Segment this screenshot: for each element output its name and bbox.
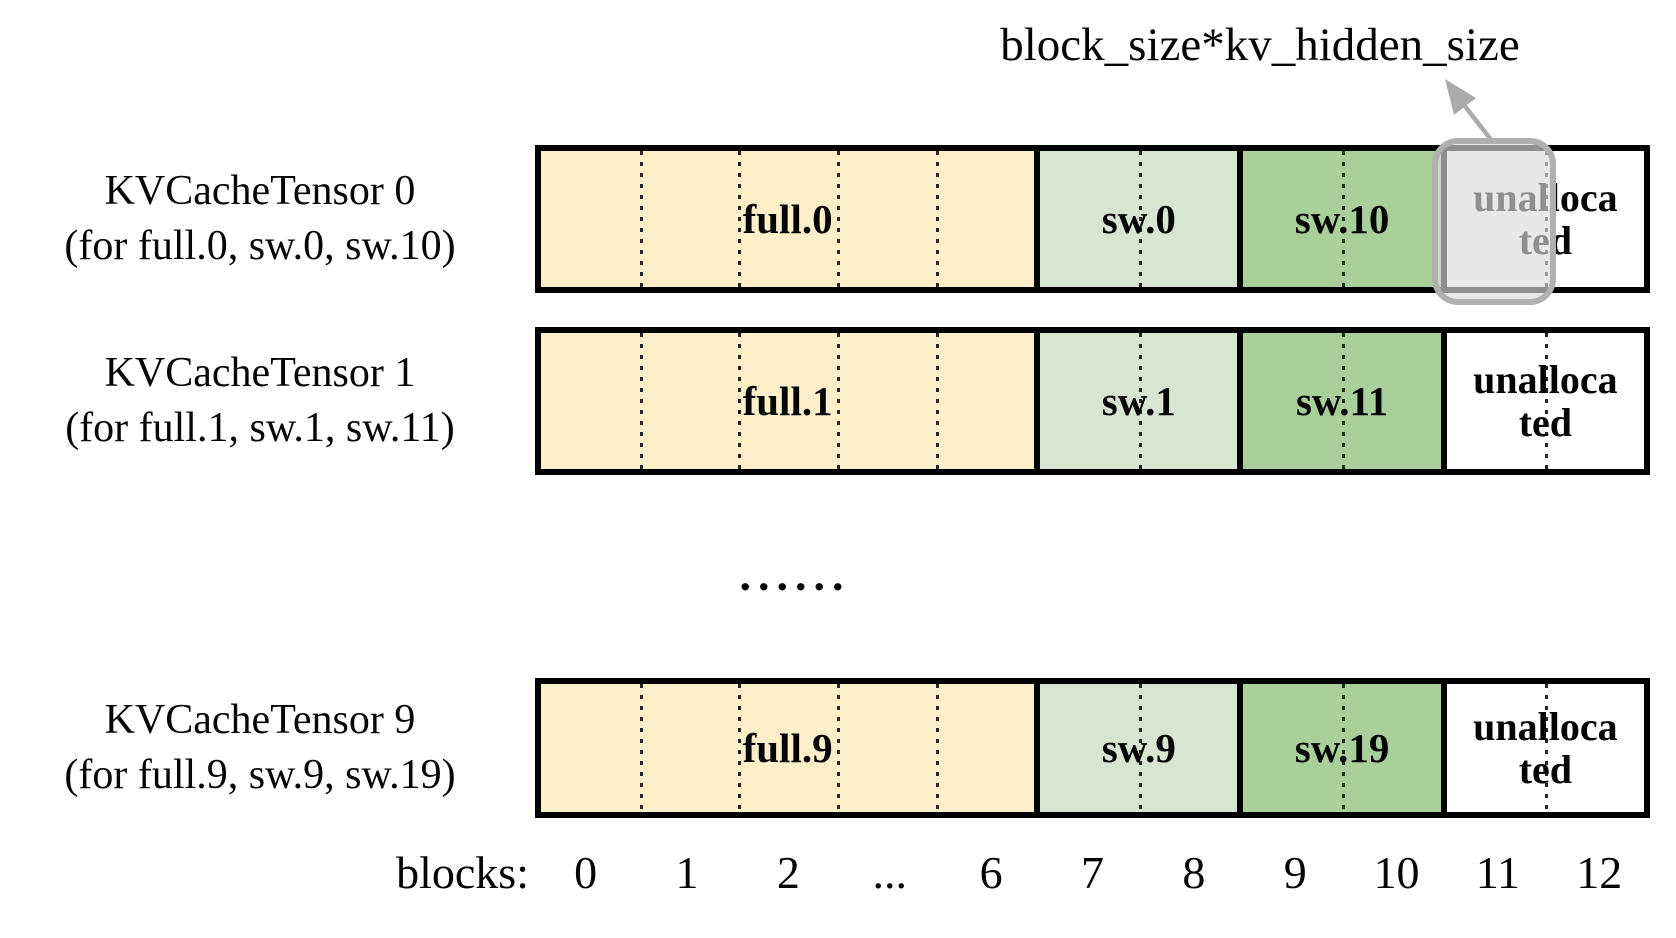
axis-tick: 12 [1576, 847, 1623, 898]
kvcache-tensor-0-row: KVCacheTensor 0 (for full.0, sw.0, sw.10… [0, 145, 1676, 293]
kvcache-tensor-1-label: KVCacheTensor 1 (for full.1, sw.1, sw.11… [0, 327, 520, 475]
block-cell [935, 684, 1035, 812]
block-cell [738, 684, 837, 812]
block-cell [1342, 333, 1441, 469]
axis-tick: 11 [1475, 847, 1521, 898]
block-cell [1342, 151, 1441, 287]
block-cell [639, 333, 739, 469]
block-cell [935, 151, 1035, 287]
block-cell [1447, 333, 1546, 469]
block-cell [1040, 684, 1139, 812]
segment-sw-high: sw.11 [1237, 333, 1441, 469]
segment-full: full.0 [541, 151, 1035, 287]
axis-tick: 6 [979, 847, 1003, 898]
blocks-axis: blocks: 0 1 2 ... 6 7 8 9 10 11 12 [0, 846, 1650, 899]
segment-sw-low: sw.1 [1034, 333, 1238, 469]
blocks-axis-label: blocks: [396, 847, 529, 898]
block-cell [1545, 151, 1644, 287]
tensor-title: KVCacheTensor 1 [104, 350, 416, 397]
kvcache-tensor-1-row: KVCacheTensor 1 (for full.1, sw.1, sw.11… [0, 327, 1676, 475]
block-cell [1138, 333, 1238, 469]
segment-sw-high: sw.19 [1237, 684, 1441, 812]
block-cell [1545, 333, 1644, 469]
axis-tick: 10 [1373, 847, 1420, 898]
block-cell [639, 151, 739, 287]
rows-ellipsis: ...... [739, 549, 851, 600]
segment-sw-high: sw.10 [1237, 151, 1441, 287]
block-cell [541, 684, 640, 812]
block-cell [738, 151, 837, 287]
kvcache-tensor-9-bar: full.9 sw.9 sw.19 unalloca ted [535, 678, 1650, 818]
block-cell [1545, 684, 1644, 812]
tensor-title: KVCacheTensor 0 [104, 168, 416, 215]
block-cell [1040, 333, 1139, 469]
segment-unallocated: unalloca ted [1440, 684, 1644, 812]
tensor-subtitle: (for full.1, sw.1, sw.11) [65, 405, 455, 451]
blocks-axis-ticks: 0 1 2 ... 6 7 8 9 10 11 12 [535, 846, 1650, 899]
block-cell [1342, 684, 1441, 812]
block-cell [1447, 684, 1546, 812]
segment-unallocated: unalloca ted [1440, 333, 1644, 469]
axis-tick: 7 [1080, 847, 1104, 898]
axis-tick: 1 [675, 847, 699, 898]
block-size-annotation: block_size*kv_hidden_size [1000, 19, 1520, 71]
kvcache-tensor-0-label: KVCacheTensor 0 (for full.0, sw.0, sw.10… [0, 145, 520, 293]
block-cell [836, 684, 936, 812]
block-cell [836, 333, 936, 469]
segment-full: full.1 [541, 333, 1035, 469]
block-cell [935, 333, 1035, 469]
segment-sw-low: sw.9 [1034, 684, 1238, 812]
axis-tick: ... [872, 847, 908, 898]
block-cell [639, 684, 739, 812]
axis-tick: 2 [776, 847, 800, 898]
axis-tick: 0 [574, 847, 598, 898]
kvcache-tensor-9-label: KVCacheTensor 9 (for full.9, sw.9, sw.19… [0, 678, 520, 818]
block-cell [541, 333, 640, 469]
block-cell [1243, 333, 1342, 469]
segment-sw-low: sw.0 [1034, 151, 1238, 287]
block-cell [1138, 151, 1238, 287]
kvcache-tensor-9-row: KVCacheTensor 9 (for full.9, sw.9, sw.19… [0, 678, 1676, 818]
block-cell [1138, 684, 1238, 812]
axis-tick: 9 [1283, 847, 1307, 898]
axis-tick: 8 [1182, 847, 1206, 898]
kvcache-tensor-1-bar: full.1 sw.1 sw.11 unalloca ted [535, 327, 1650, 475]
tensor-subtitle: (for full.0, sw.0, sw.10) [64, 223, 456, 269]
tensor-subtitle: (for full.9, sw.9, sw.19) [64, 752, 456, 798]
block-cell [738, 333, 837, 469]
segment-full: full.9 [541, 684, 1035, 812]
block-cell [1243, 151, 1342, 287]
tensor-title: KVCacheTensor 9 [104, 697, 416, 744]
block-cell [836, 151, 936, 287]
block-cell [1040, 151, 1139, 287]
highlighted-block-outline [1432, 138, 1556, 305]
block-cell [1243, 684, 1342, 812]
block-cell [541, 151, 640, 287]
